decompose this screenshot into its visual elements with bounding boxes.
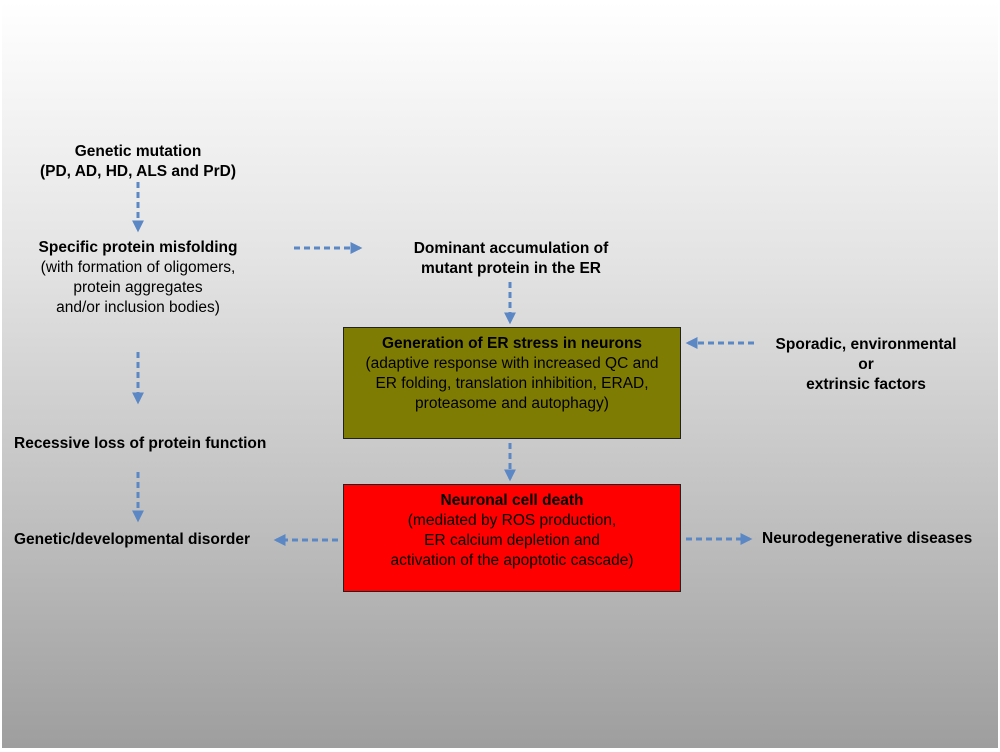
node-protein-misfolding: Specific protein misfolding (with format… [12,238,264,318]
er-stress-box: Generation of ER stress in neurons (adap… [343,327,681,439]
genetic-mutation-subtitle: (PD, AD, HD, ALS and PrD) [39,163,237,180]
dominant-accumulation-line-2: mutant protein in the ER [421,260,601,277]
genetic-mutation-title: Genetic mutation [74,143,202,160]
neurodegenerative-title: Neurodegenerative diseases [762,530,973,547]
neuronal-death-line-3: activation of the apoptotic cascade) [390,552,634,569]
sporadic-factors-line-1: Sporadic, environmental [775,336,957,353]
node-recessive-loss: Recessive loss of protein function [14,434,314,454]
sporadic-factors-line-2: or [858,356,874,373]
protein-misfolding-line-2: protein aggregates [73,279,203,296]
neuronal-death-box: Neuronal cell death (mediated by ROS pro… [343,484,681,592]
genetic-disorder-title: Genetic/developmental disorder [14,531,251,548]
protein-misfolding-line-1: (with formation of oligomers, [40,259,236,276]
neuronal-death-line-1: (mediated by ROS production, [407,512,617,529]
node-genetic-mutation: Genetic mutation (PD, AD, HD, ALS and Pr… [18,142,258,182]
er-stress-line-2: ER folding, translation inhibition, ERAD… [375,375,649,392]
node-sporadic-factors: Sporadic, environmental or extrinsic fac… [762,335,970,395]
node-neurodegenerative: Neurodegenerative diseases [762,529,994,549]
node-genetic-disorder: Genetic/developmental disorder [14,530,276,550]
er-stress-line-1: (adaptive response with increased QC and [365,355,659,372]
neuronal-death-line-2: ER calcium depletion and [424,532,600,549]
er-stress-line-3: proteasome and autophagy) [415,395,609,412]
node-dominant-accumulation: Dominant accumulation of mutant protein … [380,239,642,279]
sporadic-factors-line-3: extrinsic factors [806,376,926,393]
protein-misfolding-line-3: and/or inclusion bodies) [56,299,220,316]
recessive-loss-title: Recessive loss of protein function [14,435,267,452]
er-stress-title: Generation of ER stress in neurons [381,335,643,352]
dominant-accumulation-line-1: Dominant accumulation of [413,240,609,257]
neuronal-death-title: Neuronal cell death [440,492,584,509]
protein-misfolding-title: Specific protein misfolding [38,239,238,256]
